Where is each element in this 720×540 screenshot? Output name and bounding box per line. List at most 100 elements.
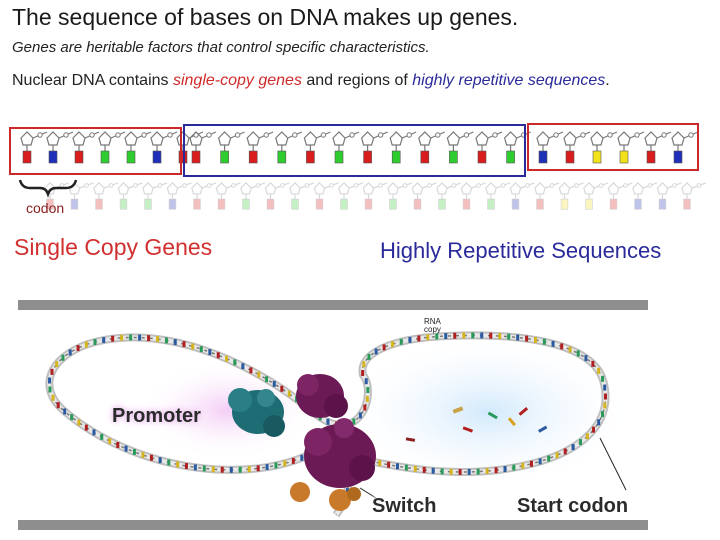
- single-copy-box-right: [527, 123, 699, 171]
- helix-base-1-45: [600, 411, 604, 418]
- helix-base-0-18: [158, 457, 162, 464]
- helix-base-1-40: [597, 367, 601, 374]
- helix-base-1-14: [374, 348, 378, 355]
- bottom-bar: [18, 520, 648, 530]
- helix-base-1-49: [579, 439, 583, 446]
- helix-base-1-33: [542, 338, 546, 345]
- helix-base-1-69: [404, 464, 408, 471]
- helix-base-1-42: [603, 384, 607, 391]
- helix-base-1-29: [507, 333, 511, 340]
- helix-base-1-18: [408, 336, 412, 343]
- repetitive-box: [183, 124, 526, 177]
- helix-base-0-7: [256, 465, 260, 472]
- helix-base-1-8: [365, 395, 369, 402]
- faded-base-7-0: [215, 182, 241, 210]
- nuclear-dna-sentence: Nuclear DNA contains single-copy genes a…: [12, 72, 610, 90]
- helix-base-1-10: [364, 378, 368, 385]
- faded-base-6-0: [191, 182, 217, 210]
- faded-base-9-0: [264, 182, 290, 210]
- helix-base-1-52: [555, 452, 559, 459]
- faded-base-14-0: [387, 182, 413, 210]
- helix-base-0-4: [283, 460, 287, 467]
- helix-base-0-37: [61, 354, 65, 361]
- faded-base-13-0: [362, 182, 388, 210]
- helix-base-1-11: [361, 370, 365, 377]
- helix-base-1-61: [476, 468, 480, 475]
- helix-base-1-72: [378, 460, 382, 467]
- helix-base-0-61: [265, 376, 269, 383]
- faded-base-24-0: [632, 182, 658, 210]
- faded-strand: [44, 182, 707, 210]
- helix-base-0-42: [102, 337, 106, 344]
- helix-base-1-36: [568, 346, 572, 353]
- helix-base-0-50: [173, 339, 177, 346]
- helix-base-0-34: [48, 377, 52, 384]
- helix-base-1-23: [453, 332, 457, 339]
- helix-base-1-64: [449, 468, 453, 475]
- helix-base-0-22: [124, 445, 128, 452]
- helix-base-0-3: [291, 457, 295, 464]
- helix-base-0-6: [265, 464, 269, 471]
- dna-sequence-diagram: [9, 123, 707, 210]
- helix-base-1-30: [516, 334, 520, 341]
- helix-base-0-40: [84, 341, 88, 348]
- helix-base-0-24: [108, 438, 112, 445]
- base-unit-20-0: [563, 131, 591, 164]
- helix-base-0-53: [199, 346, 203, 353]
- helix-base-0-33: [48, 386, 52, 393]
- helix-base-1-34: [551, 340, 555, 347]
- helix-base-1-26: [480, 332, 484, 339]
- base-unit-10-0: [275, 131, 303, 164]
- base-unit-16-0: [446, 131, 474, 164]
- helix-base-1-51: [563, 448, 567, 455]
- helix-base-0-13: [202, 465, 206, 472]
- helix-base-1-66: [431, 467, 435, 474]
- helix-base-1-65: [440, 468, 444, 475]
- codon-label: codon: [26, 200, 65, 216]
- helix-base-1-62: [467, 468, 471, 475]
- base-unit-8-0: [217, 131, 245, 164]
- base-unit-4-0: [124, 131, 152, 164]
- helix-base-0-30: [63, 408, 67, 415]
- helix-base-2-6: [345, 488, 349, 495]
- helix-base-0-64: [287, 390, 291, 397]
- faded-base-4-0: [142, 182, 168, 210]
- helix-base-0-41: [93, 339, 97, 346]
- helix-base-1-38: [584, 355, 588, 362]
- single-copy-genes-label: Single Copy Genes: [14, 234, 213, 260]
- repetitive-term: highly repetitive sequences: [412, 72, 606, 89]
- rna-label-line2: copy: [424, 325, 441, 334]
- gene-structure-illustration: [18, 300, 648, 530]
- helix-base-0-60: [257, 371, 261, 378]
- start-codon-pointer: [599, 437, 627, 491]
- faded-base-11-0: [313, 182, 339, 210]
- helix-base-1-9: [366, 387, 370, 394]
- helix-base-1-20: [426, 334, 430, 341]
- faded-base-21-0: [558, 182, 584, 210]
- helix-base-1-5: [352, 418, 356, 425]
- helix-base-0-39: [76, 345, 80, 352]
- helix-base-1-35: [560, 343, 564, 350]
- helix-base-1-44: [603, 402, 607, 409]
- helix-base-1-59: [494, 467, 498, 474]
- helix-base-0-62: [272, 380, 276, 387]
- helix-base-0-8: [247, 466, 251, 473]
- helix-base-0-15: [184, 463, 188, 470]
- helix-base-1-68: [413, 465, 417, 472]
- base-unit-18-0: [503, 131, 531, 164]
- base-unit-23-0: [644, 131, 672, 164]
- helix-base-0-2: [300, 454, 304, 461]
- helix-base-1-39: [591, 360, 595, 367]
- helix-base-1-67: [422, 466, 426, 473]
- helix-base-1-22: [444, 333, 448, 340]
- top-bar: [18, 300, 648, 310]
- faded-base-2-0: [93, 182, 119, 210]
- faded-base-1-0: [68, 182, 94, 210]
- faded-base-20-0: [534, 182, 560, 210]
- helix-base-1-54: [538, 458, 542, 465]
- base-unit-1-0: [46, 131, 74, 164]
- switch-pointer: [359, 487, 377, 499]
- faded-base-3-0: [117, 182, 143, 210]
- helix-base-1-70: [395, 463, 399, 470]
